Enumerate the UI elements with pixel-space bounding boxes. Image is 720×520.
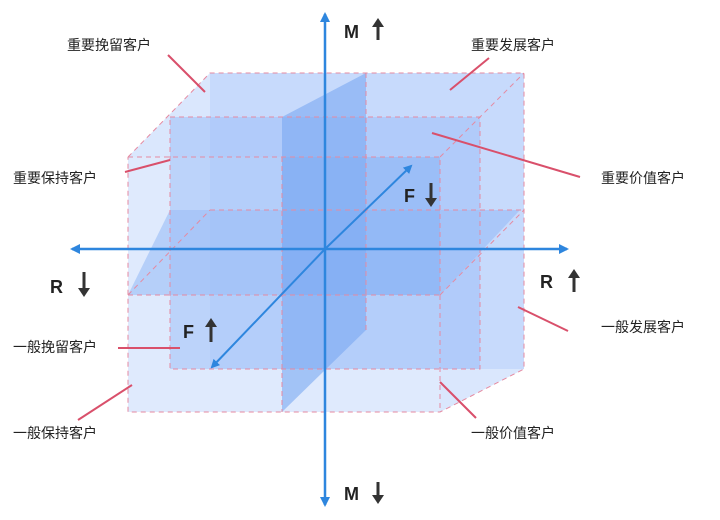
- f-top-label: F: [404, 186, 415, 206]
- f-bottom-label: F: [183, 322, 194, 342]
- label-important-develop: 重要发展客户: [471, 37, 555, 54]
- arrow-up-icon: [372, 18, 384, 40]
- axes: [70, 12, 569, 507]
- cube-dashed-outlines: [127, 72, 525, 413]
- arrow-down-icon: [425, 183, 437, 207]
- arrow-down-icon: [372, 482, 384, 504]
- r-left-label: R: [50, 277, 63, 297]
- m-bottom-label: M: [344, 484, 359, 504]
- segment-labels: 重要挽留客户 重要发展客户 重要保持客户 重要价值客户 一般挽留客户 一般发展客…: [13, 37, 685, 442]
- m-top-label: M: [344, 22, 359, 42]
- label-important-retain: 重要保持客户: [13, 170, 97, 187]
- label-general-retain: 一般保持客户: [13, 425, 97, 442]
- label-general-value: 一般价值客户: [471, 425, 555, 442]
- axis-labels: M M R R F F: [50, 18, 580, 504]
- arrow-down-icon: [78, 272, 90, 297]
- inner-core-center: [282, 157, 440, 295]
- f-axis-up: [324, 164, 413, 250]
- arrow-up-icon: [568, 269, 580, 292]
- label-important-win-back: 重要挽留客户: [67, 37, 151, 54]
- label-important-value: 重要价值客户: [601, 170, 685, 187]
- f-axis-down: [210, 248, 326, 369]
- leader-lines: [77, 54, 581, 421]
- r-right-label: R: [540, 272, 553, 292]
- label-general-win-back: 一般挽留客户: [13, 339, 97, 356]
- label-general-develop: 一般发展客户: [601, 319, 685, 336]
- arrow-up-icon: [205, 318, 217, 342]
